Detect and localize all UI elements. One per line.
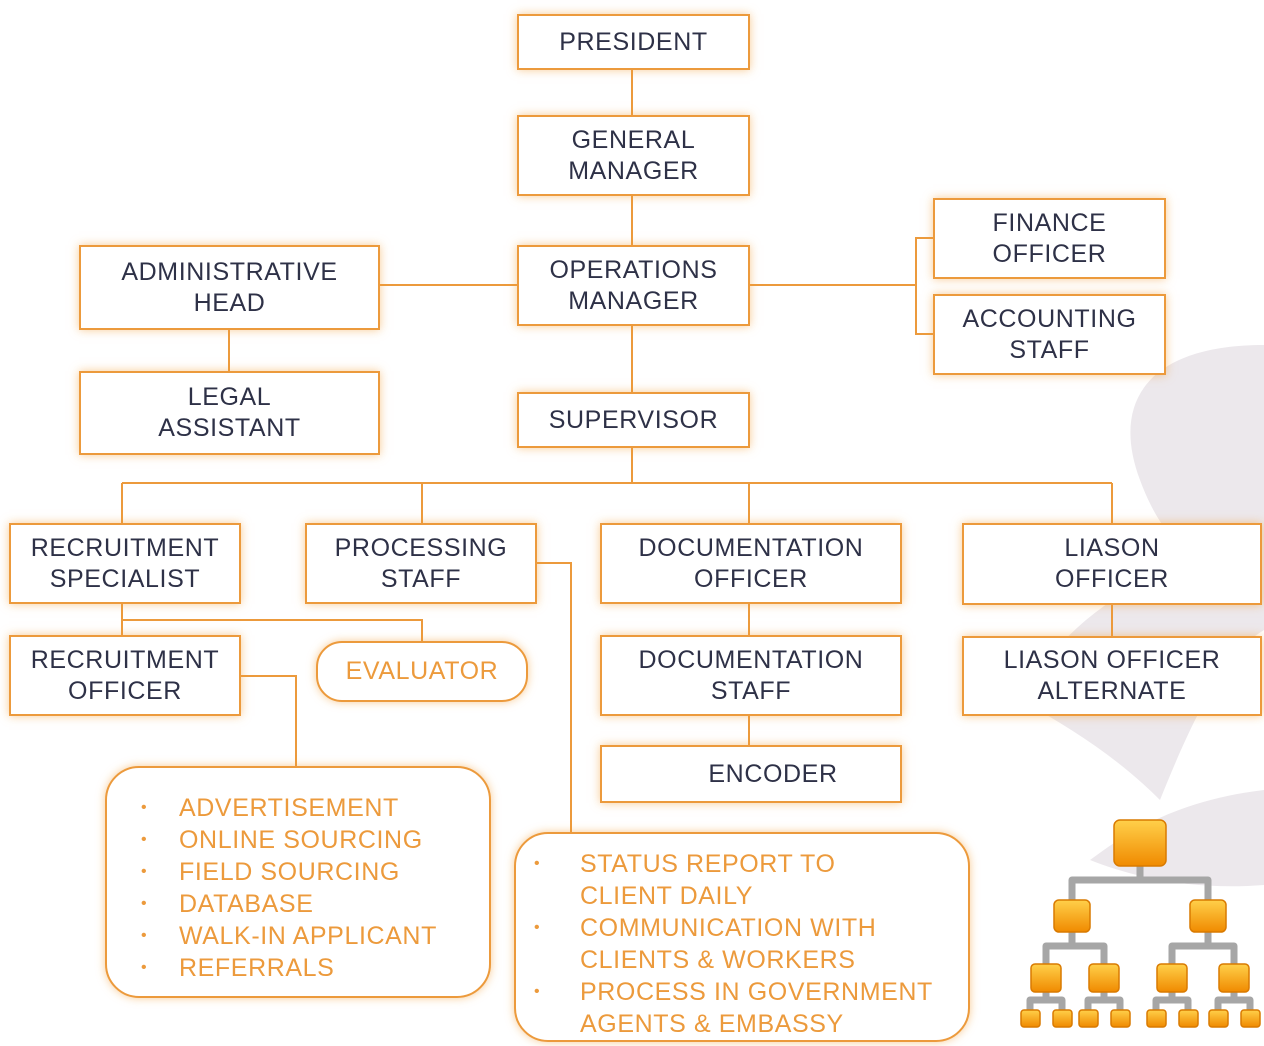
- recruitment-specialist-box: RECRUITMENT SPECIALIST: [9, 523, 241, 604]
- operations-manager-box: OPERATIONS MANAGER: [517, 245, 750, 326]
- legal-assistant-box: LEGAL ASSISTANT: [79, 371, 380, 455]
- accounting-staff-box: ACCOUNTING STAFF: [933, 294, 1166, 375]
- recruitment-officer-box: RECRUITMENT OFFICER: [9, 635, 241, 716]
- documentation-staff-box: DOCUMENTATION STAFF: [600, 635, 902, 716]
- supervisor-box: SUPERVISOR: [517, 392, 750, 448]
- documentation-officer-box: DOCUMENTATION OFFICER: [600, 523, 902, 604]
- finance-officer-box: FINANCE OFFICER: [933, 198, 1166, 279]
- evaluator-box: EVALUATOR: [316, 641, 528, 702]
- recruitment-tasks-panel: ADVERTISEMENT ONLINE SOURCING FIELD SOUR…: [105, 766, 491, 998]
- liason-officer-alternate-box: LIASON OFFICER ALTERNATE: [962, 636, 1262, 716]
- processing-staff-box: PROCESSING STAFF: [305, 523, 537, 604]
- org-chart-icon: [1020, 819, 1261, 1028]
- processing-task-list: STATUS REPORT TO CLIENT DAILY COMMUNICAT…: [516, 834, 968, 1040]
- general-manager-box: GENERAL MANAGER: [517, 115, 750, 196]
- liason-officer-box: LIASON OFFICER: [962, 523, 1262, 605]
- list-item: ONLINE SOURCING: [141, 824, 489, 856]
- administrative-head-box: ADMINISTRATIVE HEAD: [79, 245, 380, 330]
- processing-tasks-panel: STATUS REPORT TO CLIENT DAILY COMMUNICAT…: [514, 832, 970, 1042]
- list-item: WALK-IN APPLICANT: [141, 920, 489, 952]
- list-item: COMMUNICATION WITH CLIENTS & WORKERS: [534, 912, 968, 976]
- list-item: DATABASE: [141, 888, 489, 920]
- encoder-box: ENCODER: [600, 745, 902, 803]
- list-item: PROCESS IN GOVERNMENT AGENTS & EMBASSY: [534, 976, 968, 1040]
- list-item: STATUS REPORT TO CLIENT DAILY: [534, 848, 968, 912]
- recruitment-task-list: ADVERTISEMENT ONLINE SOURCING FIELD SOUR…: [107, 768, 489, 984]
- list-item: REFERRALS: [141, 952, 489, 984]
- list-item: ADVERTISEMENT: [141, 792, 489, 824]
- president-box: PRESIDENT: [517, 14, 750, 70]
- list-item: FIELD SOURCING: [141, 856, 489, 888]
